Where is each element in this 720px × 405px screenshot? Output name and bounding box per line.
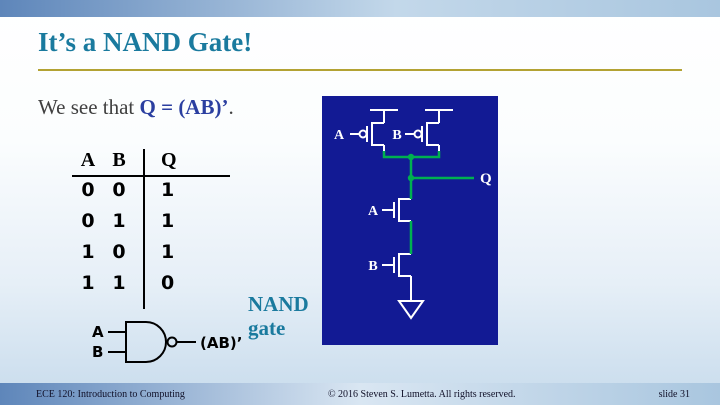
nmos-a-label: A bbox=[368, 204, 379, 219]
cell-b: 1 bbox=[112, 271, 126, 294]
cell-q: 1 bbox=[161, 240, 175, 263]
pmos-a-label: A bbox=[334, 128, 345, 143]
body-suffix: . bbox=[228, 95, 234, 119]
wires bbox=[382, 151, 474, 254]
title-underline bbox=[38, 69, 682, 71]
ground-icon bbox=[397, 300, 425, 320]
cell-b: 0 bbox=[112, 178, 126, 201]
nand-caption-line2: gate bbox=[248, 315, 286, 340]
nand-gate-icon bbox=[108, 321, 196, 363]
gate-input-a-label: A bbox=[92, 323, 104, 341]
nand-caption-line1: NAND bbox=[248, 292, 309, 316]
footer-bar: ECE 120: Introduction to Computing © 201… bbox=[0, 383, 720, 405]
footer-course: ECE 120: Introduction to Computing bbox=[36, 388, 185, 400]
pmos-b-label: B bbox=[392, 128, 401, 143]
output-q-label: Q bbox=[480, 171, 492, 187]
truth-table-header: A B Q bbox=[72, 146, 232, 174]
cell-q: 1 bbox=[161, 209, 175, 232]
body-sentence: We see that Q = (AB)’. bbox=[38, 95, 234, 120]
top-gradient-bar bbox=[0, 0, 720, 17]
cell-q: 1 bbox=[161, 178, 175, 201]
footer-copyright: © 2016 Steven S. Lumetta. All rights res… bbox=[327, 388, 516, 400]
header-a: A bbox=[80, 148, 96, 171]
table-header-underline bbox=[72, 175, 230, 177]
footer-slide-number: slide 31 bbox=[658, 388, 690, 400]
pmos-b-bubble-icon bbox=[413, 129, 423, 139]
cell-q: 0 bbox=[161, 271, 175, 294]
cell-b: 0 bbox=[112, 240, 126, 263]
cell-a: 1 bbox=[81, 271, 95, 294]
table-row: 0 1 1 bbox=[72, 205, 232, 236]
gate-input-b-label: B bbox=[92, 343, 104, 361]
header-b: B bbox=[112, 148, 126, 171]
truth-table: A B Q 0 0 1 0 1 1 1 0 1 1 1 0 bbox=[72, 146, 232, 298]
cmos-schematic-diagram: A B A B Q bbox=[334, 109, 492, 320]
table-row: 1 0 1 bbox=[72, 236, 232, 267]
table-row: 1 1 0 bbox=[72, 267, 232, 298]
gate-output-label: (AB)’ bbox=[200, 334, 243, 352]
nand-gate-caption: NAND gate bbox=[248, 292, 309, 340]
body-prefix: We see that bbox=[38, 95, 140, 119]
wire-junction-dots bbox=[407, 153, 415, 182]
cell-a: 0 bbox=[81, 178, 95, 201]
table-row: 0 0 1 bbox=[72, 174, 232, 205]
nmos-b-label: B bbox=[368, 259, 377, 274]
cell-a: 1 bbox=[81, 240, 95, 263]
table-divider-vertical bbox=[143, 149, 145, 309]
cell-a: 0 bbox=[81, 209, 95, 232]
cmos-schematic-panel: A B A B Q bbox=[322, 96, 498, 345]
cell-b: 1 bbox=[112, 209, 126, 232]
body-formula: Q = (AB)’ bbox=[139, 95, 229, 119]
header-q: Q bbox=[161, 148, 177, 171]
pmos-a-bubble-icon bbox=[358, 129, 368, 139]
slide-title: It’s a NAND Gate! bbox=[38, 27, 253, 57]
